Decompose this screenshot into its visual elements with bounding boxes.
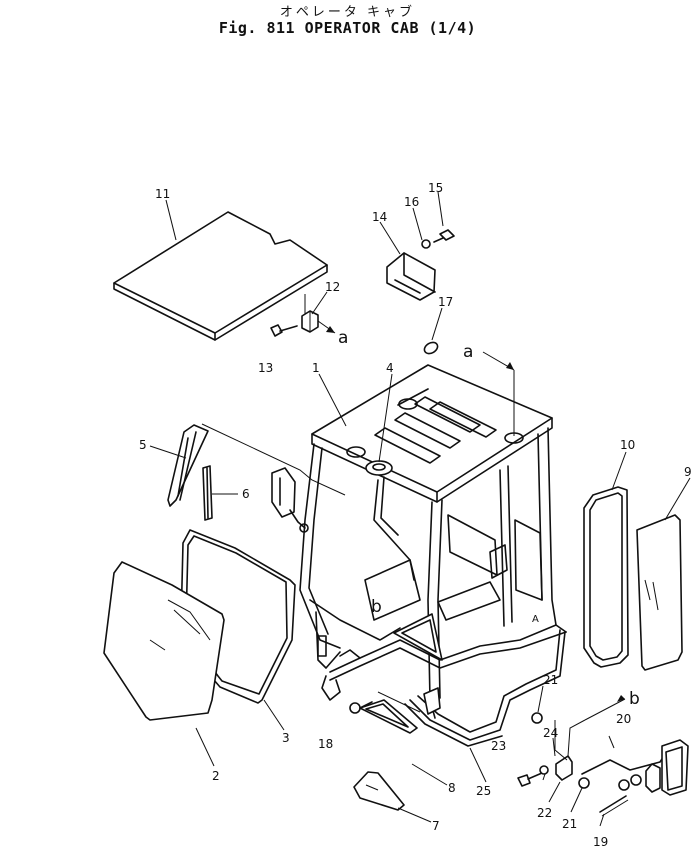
label-part-23: 23	[491, 739, 506, 753]
label-part-21-lower: 21	[562, 817, 577, 831]
label-part-3: 3	[282, 731, 290, 745]
ref-b-cab: b	[371, 597, 382, 617]
mirror-stay-part-19	[599, 795, 629, 817]
ref-arrow-a-left	[317, 320, 336, 334]
svg-text:A: A	[532, 614, 539, 625]
label-part-10: 10	[620, 438, 635, 452]
reference-letters: a a b b	[338, 328, 640, 709]
triangle-frame-part-8	[359, 699, 418, 734]
label-part-12: 12	[325, 280, 340, 294]
cap-part-17	[423, 341, 439, 355]
label-part-9: 9	[684, 465, 692, 479]
title-japanese: オペレータ キャブ	[279, 5, 416, 20]
ref-arrow-a-top	[482, 351, 515, 436]
label-part-21-upper: 21	[543, 673, 558, 687]
nut-part-21-lower	[578, 777, 590, 789]
label-part-25: 25	[476, 784, 491, 798]
triangle-glass-part-7	[353, 771, 405, 811]
wiper-blade-part-6	[202, 465, 213, 521]
bolt-part-15	[433, 229, 455, 243]
label-part-7: 7	[432, 819, 440, 833]
clip-part-12	[301, 310, 319, 333]
leader-hardware	[554, 720, 568, 761]
leader-4	[378, 373, 393, 463]
part-labels: 11 14 16 15 12 17 13 1 4 5 6 10 9 3 2 18…	[139, 181, 692, 848]
label-part-8: 8	[448, 781, 456, 795]
label-part-18: 18	[318, 737, 333, 751]
label-part-6: 6	[242, 487, 250, 501]
leader-lines	[149, 191, 691, 827]
ref-arrow-b-right	[567, 695, 626, 757]
roof-panel-part-11	[113, 211, 328, 341]
label-part-22: 22	[537, 806, 552, 820]
ref-a-left: a	[338, 328, 348, 348]
leader-18	[377, 691, 421, 713]
label-part-13: 13	[258, 361, 273, 375]
label-part-5: 5	[139, 438, 147, 452]
bracket-part-14	[386, 252, 436, 301]
label-part-14: 14	[372, 210, 387, 224]
mirror-assembly-part-20	[581, 739, 689, 796]
label-part-17: 17	[438, 295, 453, 309]
ref-a-top: a	[463, 342, 473, 362]
label-part-15: 15	[428, 181, 443, 195]
bolt-part-18	[349, 701, 373, 714]
label-part-19: 19	[593, 835, 608, 848]
label-part-4: 4	[386, 361, 394, 375]
label-part-16: 16	[404, 195, 419, 209]
nut-part-21-upper	[531, 712, 543, 724]
label-part-20: 20	[616, 712, 631, 726]
title-block: オペレータ キャブ Fig. 811 OPERATOR CAB (1/4)	[0, 0, 695, 37]
glass-part-2	[103, 561, 225, 721]
label-part-2: 2	[212, 769, 220, 783]
washer-part-16	[421, 239, 431, 249]
bolt-part-13	[270, 324, 298, 337]
label-part-24: 24	[543, 726, 558, 740]
label-part-11: 11	[155, 187, 170, 201]
rear-seal-part-10	[583, 486, 629, 668]
rear-glass-part-9	[636, 514, 683, 671]
wiper-part-5	[167, 424, 209, 507]
bracket-part-22	[555, 755, 573, 781]
cab-frame-part-1: A	[299, 364, 567, 747]
washer-part-24	[539, 765, 549, 775]
side-mirror	[271, 467, 309, 533]
ref-b-right: b	[629, 689, 640, 709]
figure-title: Fig. 811 OPERATOR CAB (1/4)	[218, 19, 477, 37]
wiper-wire	[201, 423, 346, 496]
bolt-part-23	[517, 772, 543, 787]
label-part-1: 1	[312, 361, 320, 375]
